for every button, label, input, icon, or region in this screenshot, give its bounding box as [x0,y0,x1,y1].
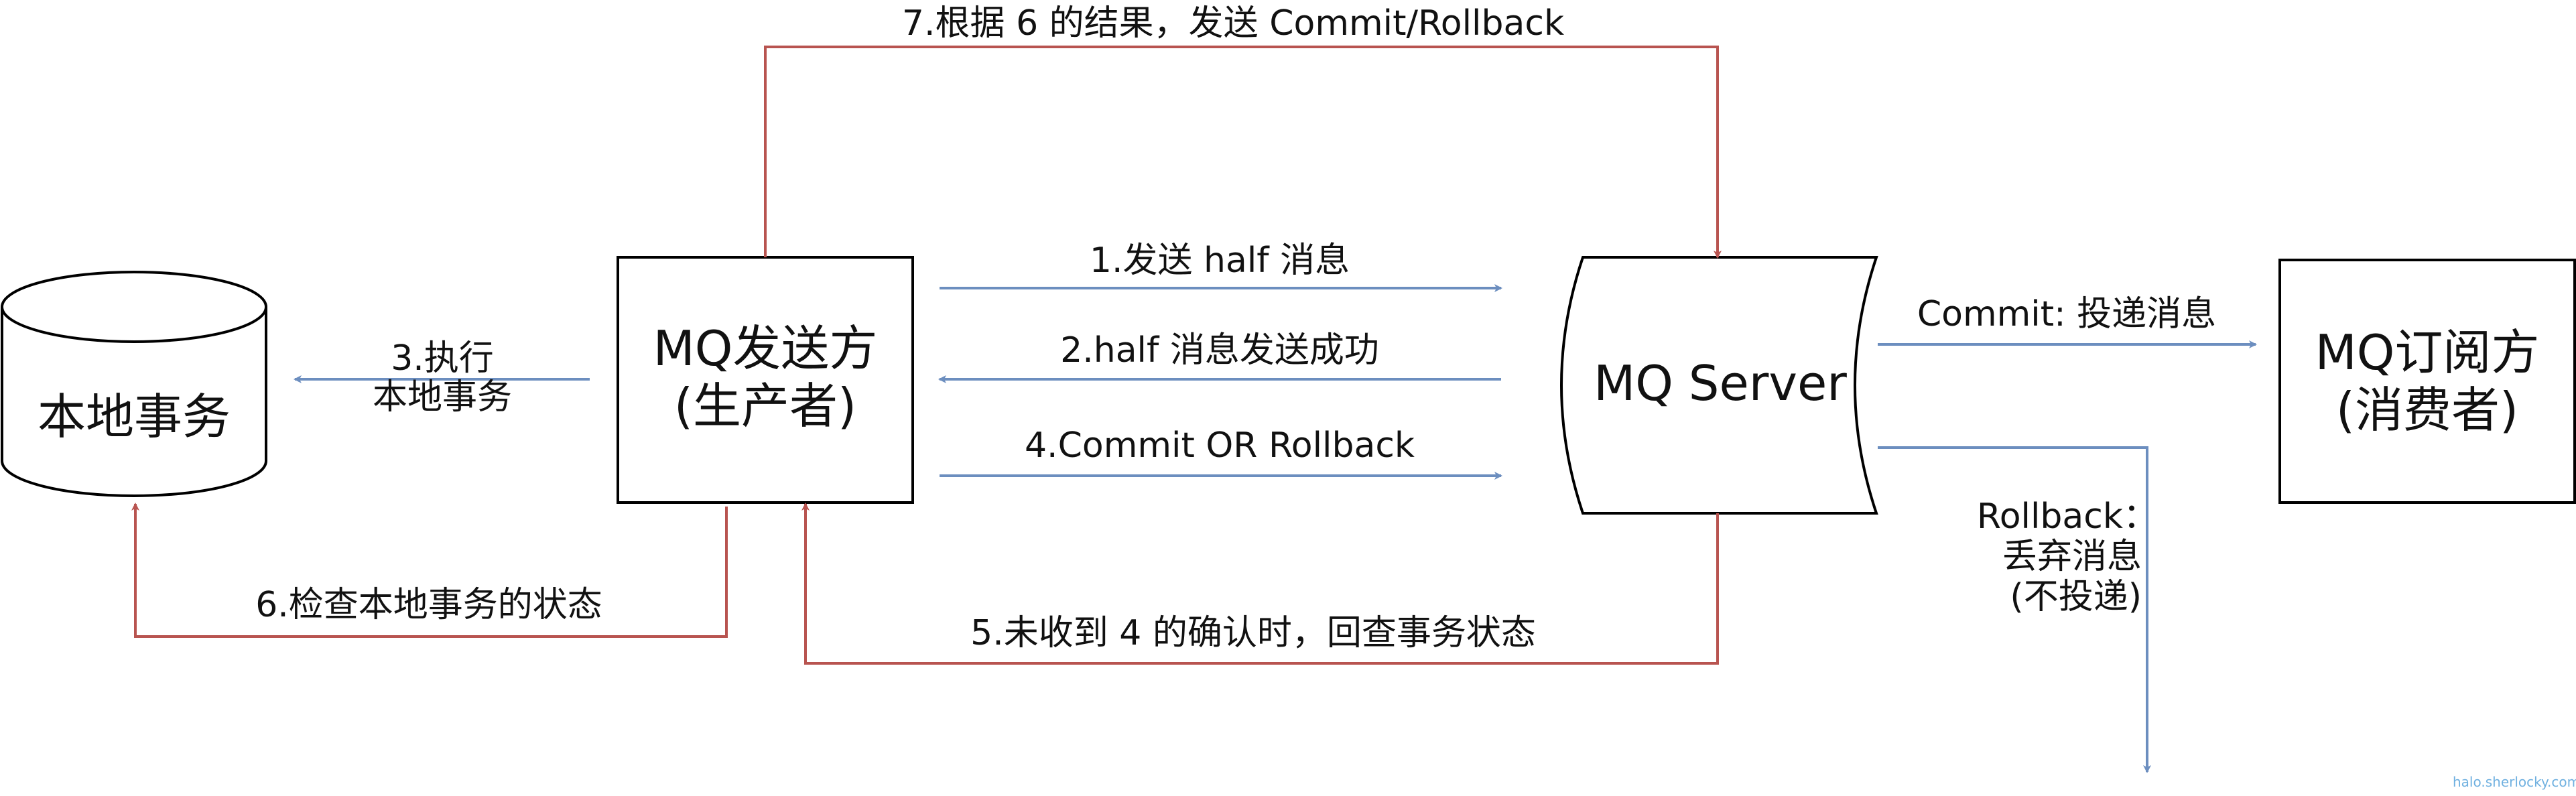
step2-label: 2.half 消息发送成功 [1060,330,1379,371]
step6-label: 6.检查本地事务的状态 [255,585,602,625]
rollback-label-line3: (不投递) [2010,577,2142,617]
consumer-box [2278,259,2576,504]
mq-server-shape [1560,256,1878,515]
commit-label: Commit: 投递消息 [1917,294,2217,334]
arrow-step7 [764,46,1722,259]
step1-label: 1.发送 half 消息 [1089,241,1350,281]
arrow-rollback [1878,446,2151,773]
consumer-label-line2: (消费者) [2335,382,2519,438]
mq-server-label: MQ Server [1594,355,1847,411]
watermark: halo.sherlocky.com [2453,774,2576,790]
arrow-step5 [801,503,1719,665]
producer-label-line2: (生产者) [673,378,857,434]
producer-box [617,256,914,504]
step7-label: 7.根据 6 的结果，发送 Commit/Rollback [901,3,1565,44]
rollback-label-line2: 丢弃消息 [2002,537,2142,577]
step5-label: 5.未收到 4 的确认时，回查事务状态 [970,613,1536,653]
step4-label: 4.Commit OR Rollback [1024,425,1415,466]
rollback-label-line1: Rollback： [1976,496,2158,537]
consumer-label-line1: MQ订阅方 [2315,324,2540,381]
local-transaction-label: 本地事务 [37,389,231,445]
arrow-step6 [131,503,728,638]
local-transaction-db [1,271,267,497]
step3-label-line1: 3.执行 [391,338,494,379]
producer-label-line1: MQ发送方 [653,320,878,377]
step3-label-line2: 本地事务 [372,377,512,417]
